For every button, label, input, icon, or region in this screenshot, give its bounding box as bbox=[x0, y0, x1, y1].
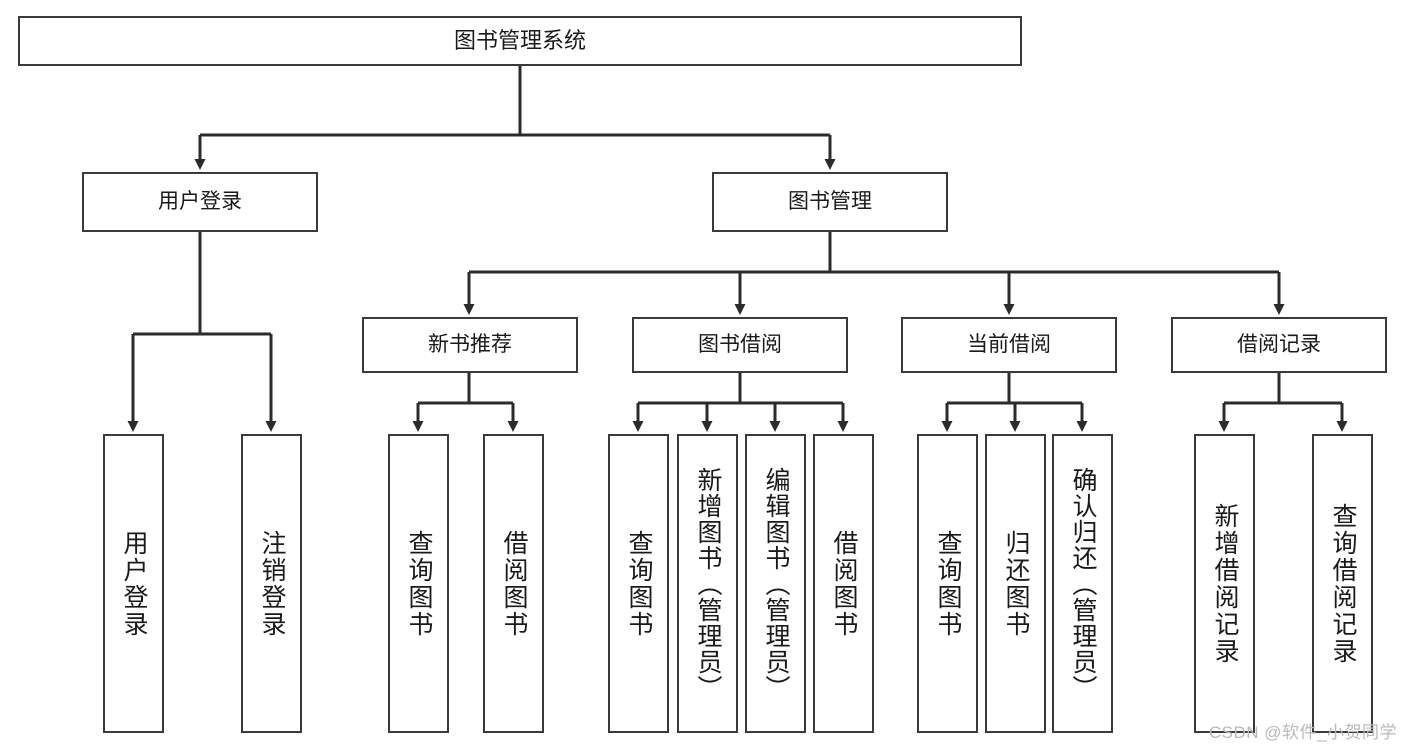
leaf-user-login-login[interactable]: 用户登录 bbox=[103, 434, 164, 733]
node-label: 当前借阅 bbox=[967, 332, 1051, 356]
node-label: 编辑图书（管理员） bbox=[762, 466, 790, 701]
leaf-current-borrow-confirm-admin[interactable]: 确认归还（管理员） bbox=[1052, 434, 1113, 733]
node-book-borrow[interactable]: 图书借阅 bbox=[632, 317, 848, 373]
node-current-borrow[interactable]: 当前借阅 bbox=[901, 317, 1117, 373]
node-label: 新增借阅记录 bbox=[1211, 502, 1239, 665]
node-label: 归还图书 bbox=[1002, 529, 1030, 638]
node-label: 查询借阅记录 bbox=[1329, 502, 1357, 665]
node-label: 用户登录 bbox=[120, 529, 148, 638]
leaf-user-login-logout[interactable]: 注销登录 bbox=[241, 434, 302, 733]
node-book-management[interactable]: 图书管理 bbox=[712, 172, 948, 232]
leaf-book-borrow-query[interactable]: 查询图书 bbox=[608, 434, 669, 733]
leaf-new-book-query[interactable]: 查询图书 bbox=[388, 434, 449, 733]
leaf-book-borrow-borrow[interactable]: 借阅图书 bbox=[813, 434, 874, 733]
leaf-current-borrow-query[interactable]: 查询图书 bbox=[917, 434, 978, 733]
node-borrow-record[interactable]: 借阅记录 bbox=[1171, 317, 1387, 373]
node-label: 查询图书 bbox=[625, 529, 653, 638]
node-label: 借阅图书 bbox=[830, 529, 858, 638]
node-label: 查询图书 bbox=[405, 529, 433, 638]
node-label: 图书管理 bbox=[788, 189, 872, 213]
leaf-book-borrow-edit-admin[interactable]: 编辑图书（管理员） bbox=[745, 434, 806, 733]
node-label: 借阅图书 bbox=[500, 529, 528, 638]
watermark-credit: CSDN @软件_小贺同学 bbox=[1208, 723, 1397, 742]
node-label: 图书借阅 bbox=[698, 332, 782, 356]
node-label: 用户登录 bbox=[158, 189, 242, 213]
leaf-book-borrow-add-admin[interactable]: 新增图书（管理员） bbox=[677, 434, 738, 733]
node-label: 注销登录 bbox=[258, 529, 286, 638]
leaf-borrow-record-add[interactable]: 新增借阅记录 bbox=[1194, 434, 1255, 733]
node-label: 确认归还（管理员） bbox=[1069, 466, 1097, 701]
leaf-borrow-record-query[interactable]: 查询借阅记录 bbox=[1312, 434, 1373, 733]
node-root-book-management-system[interactable]: 图书管理系统 bbox=[18, 16, 1022, 66]
node-new-book-recommend[interactable]: 新书推荐 bbox=[362, 317, 578, 373]
leaf-new-book-borrow[interactable]: 借阅图书 bbox=[483, 434, 544, 733]
node-label: 查询图书 bbox=[934, 529, 962, 638]
node-user-login[interactable]: 用户登录 bbox=[82, 172, 318, 232]
node-label: 新增图书（管理员） bbox=[694, 466, 722, 701]
node-label: 图书管理系统 bbox=[453, 28, 586, 54]
node-label: 新书推荐 bbox=[428, 332, 512, 356]
leaf-current-borrow-return[interactable]: 归还图书 bbox=[985, 434, 1046, 733]
node-label: 借阅记录 bbox=[1237, 332, 1321, 356]
